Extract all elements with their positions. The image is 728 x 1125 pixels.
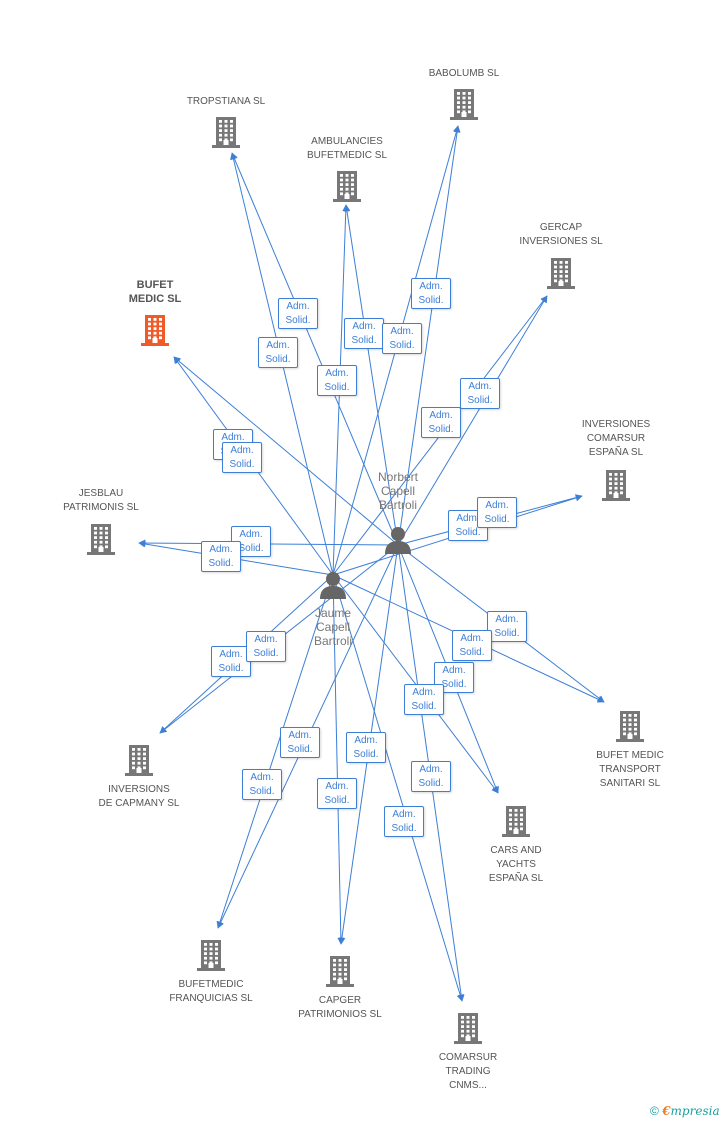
role-badge[interactable]: Adm. Solid.: [211, 646, 251, 677]
building-icon: [212, 117, 240, 148]
role-badge[interactable]: Adm. Solid.: [452, 630, 492, 661]
company-node-bufet-transport[interactable]: [614, 709, 646, 748]
company-node-capger[interactable]: [324, 954, 356, 993]
company-label[interactable]: TROPSTIANA SL: [186, 96, 266, 107]
building-icon: [141, 315, 169, 346]
edge-jaume-capger: [332, 574, 345, 945]
role-badge[interactable]: Adm. Solid.: [421, 407, 461, 438]
company-node-tropstiana[interactable]: [210, 115, 242, 154]
building-icon: [616, 711, 644, 742]
edge-jaume-comarsur-trading: [332, 574, 464, 1002]
role-badge[interactable]: Adm. Solid.: [382, 323, 422, 354]
person-label[interactable]: Norbert Capell Bartroli: [377, 470, 419, 512]
company-label[interactable]: GERCAP INVERSIONES SL: [519, 222, 603, 247]
role-badge[interactable]: Adm. Solid.: [278, 298, 318, 329]
person-icon: [320, 572, 346, 599]
company-node-inv-capmany[interactable]: [123, 743, 155, 782]
company-label[interactable]: BUFET MEDIC TRANSPORT SANITARI SL: [596, 750, 664, 789]
building-icon: [333, 171, 361, 202]
role-badge[interactable]: Adm. Solid.: [384, 806, 424, 837]
role-badge[interactable]: Adm. Solid.: [487, 611, 527, 642]
company-label[interactable]: COMARSUR TRADING CNMS...: [438, 1052, 498, 1091]
role-badge[interactable]: Adm. Solid.: [246, 631, 286, 662]
building-icon: [125, 745, 153, 776]
company-label[interactable]: BUFET MEDIC SL: [128, 279, 182, 305]
company-node-jesblau[interactable]: [85, 522, 117, 561]
company-label[interactable]: BABOLUMB SL: [428, 68, 500, 79]
building-icon: [602, 470, 630, 501]
role-badge[interactable]: Adm. Solid.: [201, 541, 241, 572]
person-icon: [385, 527, 411, 554]
person-node-norbert[interactable]: [383, 525, 413, 560]
company-node-inv-comarsur[interactable]: [600, 468, 632, 507]
company-node-cars-yachts[interactable]: [500, 804, 532, 843]
company-node-babolumb[interactable]: [448, 87, 480, 126]
role-badge[interactable]: Adm. Solid.: [346, 732, 386, 763]
company-node-comarsur-trading[interactable]: [452, 1011, 484, 1050]
edge-norbert-gercap: [397, 295, 548, 546]
brand-logo: €mpresia: [662, 1104, 720, 1118]
person-label[interactable]: Jaume Capell Bartroli: [313, 606, 353, 648]
company-label[interactable]: JESBLAU PATRIMONIS SL: [63, 488, 139, 513]
building-icon: [197, 940, 225, 971]
company-node-ambulancies[interactable]: [331, 169, 363, 208]
role-badge[interactable]: Adm. Solid.: [434, 662, 474, 693]
building-icon: [502, 806, 530, 837]
footer-brand[interactable]: © €mpresia: [650, 1104, 720, 1118]
company-node-bufetmedic-franq[interactable]: [195, 938, 227, 977]
company-label[interactable]: INVERSIONES COMARSUR ESPAÑA SL: [581, 419, 651, 458]
company-label[interactable]: INVERSIONS DE CAPMANY SL: [98, 784, 180, 809]
building-icon: [87, 524, 115, 555]
company-node-bufet-medic[interactable]: [139, 313, 171, 352]
edge-norbert-babolumb: [397, 125, 461, 546]
edge-norbert-ambulancies: [343, 204, 399, 546]
building-icon: [450, 89, 478, 120]
building-icon: [326, 956, 354, 987]
building-icon: [454, 1013, 482, 1044]
role-badge[interactable]: Adm. Solid.: [242, 769, 282, 800]
role-badge[interactable]: Adm. Solid.: [317, 365, 357, 396]
role-badge[interactable]: Adm. Solid.: [411, 761, 451, 792]
role-badge[interactable]: Adm. Solid.: [280, 727, 320, 758]
edge-jaume-bufetmedic-franq: [216, 574, 334, 929]
edge-norbert-bufet-medic: [173, 356, 399, 546]
role-badge[interactable]: Adm. Solid.: [258, 337, 298, 368]
building-icon: [547, 258, 575, 289]
company-label[interactable]: BUFETMEDIC FRANQUICIAS SL: [169, 979, 253, 1004]
company-node-gercap[interactable]: [545, 256, 577, 295]
role-badge[interactable]: Adm. Solid.: [477, 497, 517, 528]
role-badge[interactable]: Adm. Solid.: [344, 318, 384, 349]
company-label[interactable]: AMBULANCIES BUFETMEDIC SL: [306, 136, 388, 161]
role-badge[interactable]: Adm. Solid.: [460, 378, 500, 409]
company-label[interactable]: CARS AND YACHTS ESPAÑA SL: [488, 845, 544, 884]
role-badge[interactable]: Adm. Solid.: [222, 442, 262, 473]
copyright-symbol: ©: [650, 1104, 659, 1118]
edge-norbert-tropstiana: [231, 152, 399, 546]
role-badge[interactable]: Adm. Solid.: [411, 278, 451, 309]
person-node-jaume[interactable]: [318, 570, 348, 605]
role-badge[interactable]: Adm. Solid.: [404, 684, 444, 715]
company-label[interactable]: CAPGER PATRIMONIOS SL: [298, 995, 382, 1020]
role-badge[interactable]: Adm. Solid.: [317, 778, 357, 809]
